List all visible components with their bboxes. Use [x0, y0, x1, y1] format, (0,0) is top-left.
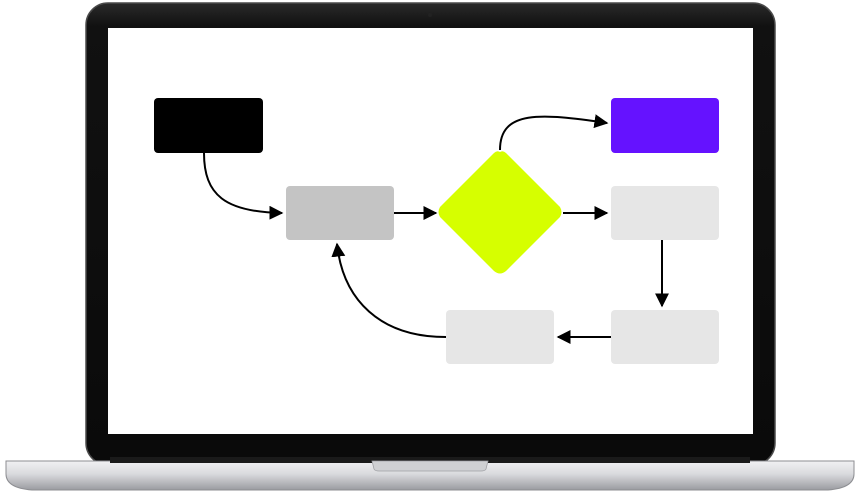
flowchart-step-node [611, 186, 719, 240]
laptop-base [5, 460, 855, 491]
connector-arrow [331, 242, 447, 338]
connector-arrow [203, 152, 284, 220]
flowchart-decision-diamond [438, 151, 562, 274]
laptop-base-hinge [110, 457, 750, 463]
flowchart-step-node [446, 310, 554, 364]
flowchart-step-node [611, 310, 719, 364]
flowchart-outcome-node [611, 98, 719, 153]
flowchart-process-node [286, 186, 394, 240]
trackpad-notch [371, 460, 489, 472]
flowchart-start-node [154, 98, 263, 153]
connector-arrow [499, 114, 609, 151]
camera-dot [428, 13, 432, 17]
